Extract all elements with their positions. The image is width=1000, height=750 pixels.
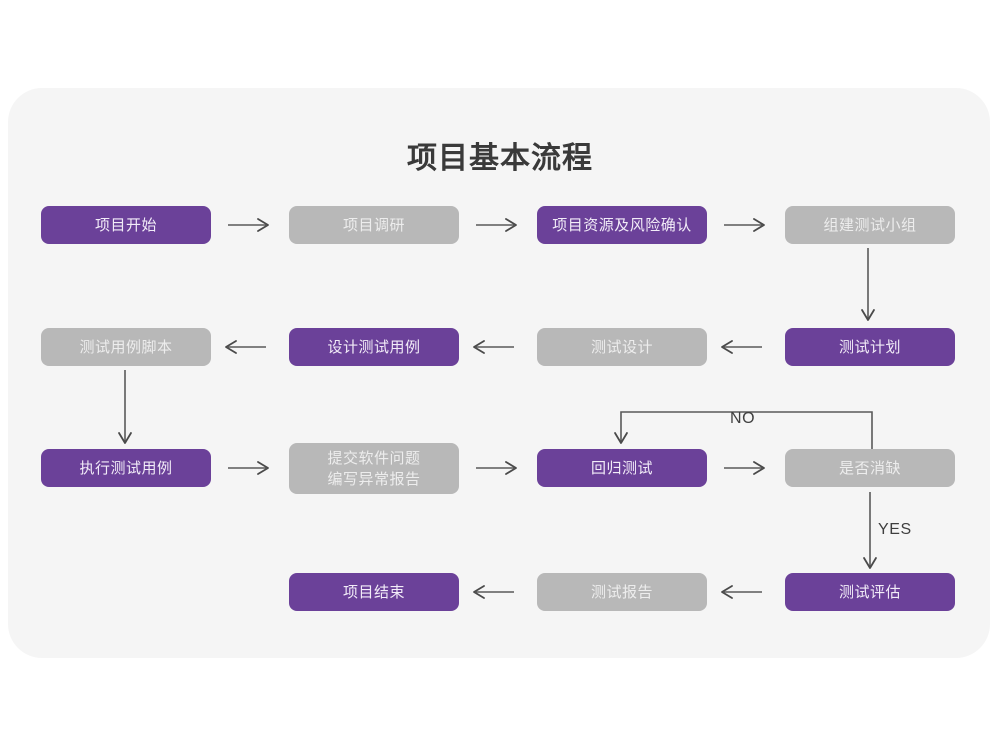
edge-n3-n4 [724,218,765,232]
page-title: 项目基本流程 [407,142,593,175]
edge-n14-n13 [473,585,514,599]
edge-n2-n3 [476,218,517,232]
edge-n4-n8 [861,248,875,321]
edge-n12-n15-yes [863,492,877,569]
node-regression-test[interactable]: 回归测试 [537,449,707,487]
node-test-report[interactable]: 测试报告 [537,573,707,611]
edge-n15-n14 [721,585,762,599]
node-test-evaluation[interactable]: 测试评估 [785,573,955,611]
diagram-panel [8,88,990,658]
node-defect-resolved-decision[interactable]: 是否消缺 [785,449,955,487]
edge-n1-n2 [228,218,269,232]
node-design-test-cases[interactable]: 设计测试用例 [289,328,459,366]
node-execute-test-cases[interactable]: 执行测试用例 [41,449,211,487]
edge-n9-n10 [228,461,269,475]
node-project-start[interactable]: 项目开始 [41,206,211,244]
node-project-research[interactable]: 项目调研 [289,206,459,244]
edge-n11-n12 [724,461,765,475]
node-test-case-script[interactable]: 测试用例脚本 [41,328,211,366]
edge-n5-n9 [118,370,132,444]
node-resource-risk-confirm[interactable]: 项目资源及风险确认 [537,206,707,244]
edge-n7-n6 [473,340,514,354]
node-test-design[interactable]: 测试设计 [537,328,707,366]
node-test-plan[interactable]: 测试计划 [785,328,955,366]
edge-n10-n11 [476,461,517,475]
node-project-end[interactable]: 项目结束 [289,573,459,611]
node-form-test-team[interactable]: 组建测试小组 [785,206,955,244]
node-submit-issues-write-report[interactable]: 提交软件问题 编写异常报告 [289,443,459,494]
edge-n8-n7 [721,340,762,354]
edge-label-yes: YES [878,521,912,538]
edge-label-no: NO [730,410,756,427]
edge-n12-n11-no-loop [614,411,873,449]
edge-n6-n5 [225,340,266,354]
